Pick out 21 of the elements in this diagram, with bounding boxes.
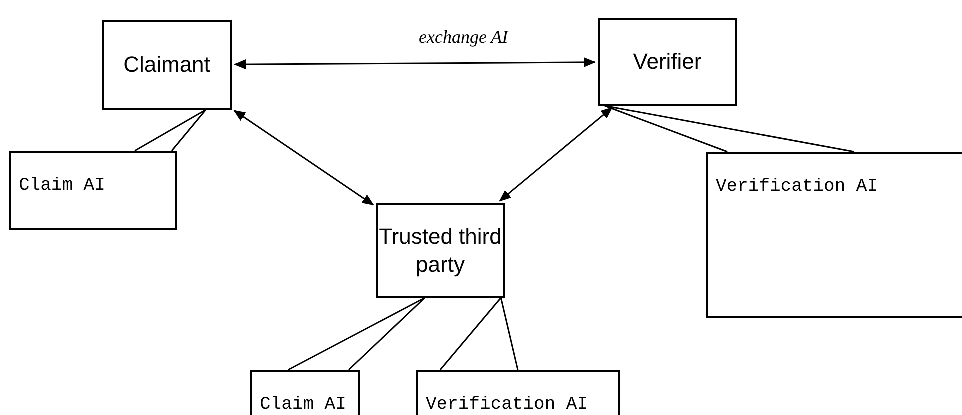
callout-pointer <box>288 297 426 371</box>
callout-box <box>706 152 962 318</box>
callout-text: Claim AI <box>260 394 346 415</box>
callout-pointer <box>134 109 207 152</box>
callout-box <box>250 370 360 415</box>
entity-box <box>598 18 737 106</box>
entity-box <box>376 203 505 298</box>
callout-box <box>9 151 177 230</box>
double-arrow <box>499 107 613 202</box>
callout-box <box>416 370 620 415</box>
callout-text: Verification AI <box>716 176 878 199</box>
entity-label: Claimant <box>124 51 210 79</box>
double-arrow <box>234 58 596 70</box>
entity-box <box>102 20 232 110</box>
callout-text: Verification AI <box>426 394 588 415</box>
entity-label: Trusted third party <box>378 222 503 278</box>
callout-text: Claim AI <box>19 175 106 198</box>
double-arrow <box>234 110 374 206</box>
entity-label: Verifier <box>633 48 702 76</box>
callout-pointer <box>440 297 519 371</box>
callout-pointer <box>604 105 856 153</box>
